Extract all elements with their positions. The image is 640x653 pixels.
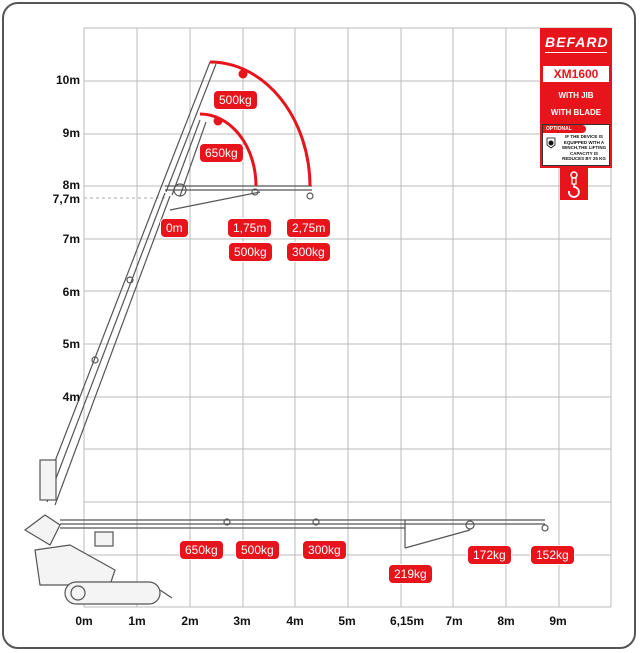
- x-tick-4m: 4m: [286, 614, 304, 628]
- label-jib-mid-reach: 1,75m: [228, 219, 272, 237]
- x-tick-6-15m: 6,15m: [389, 614, 425, 628]
- optional-note-box: OPTIONAL IF THE DEVICE IS EQUIPPED WITH …: [542, 124, 610, 166]
- label-jib-tip-load: 300kg: [287, 243, 330, 261]
- arc-inner-650kg: [199, 112, 258, 187]
- brand-panel: BEFARD XM1600 WITH JIB WITH BLADE OPTION…: [540, 28, 612, 168]
- y-tick-4m: 4m: [62, 390, 80, 404]
- label-load-3: 300kg: [303, 541, 346, 559]
- y-tick-9m: 9m: [62, 126, 80, 140]
- y-tick-5m: 5m: [62, 337, 80, 351]
- label-load-6: 152kg: [531, 546, 574, 564]
- x-tick-7m: 7m: [445, 614, 463, 628]
- x-tick-5m: 5m: [338, 614, 356, 628]
- x-tick-8m: 8m: [497, 614, 515, 628]
- label-jib-origin: 0m: [161, 219, 188, 237]
- label-arc-outer-load: 500kg: [214, 91, 257, 109]
- label-load-2: 500kg: [236, 541, 279, 559]
- y-tick-7-7m: 7,7m: [52, 192, 80, 206]
- label-jib-mid-load: 500kg: [229, 243, 272, 261]
- optional-label: OPTIONAL: [543, 125, 586, 133]
- arc-outer-500kg: [209, 60, 312, 187]
- x-tick-1m: 1m: [128, 614, 146, 628]
- brand-logo: BEFARD: [545, 34, 608, 53]
- label-load-5: 172kg: [468, 546, 511, 564]
- arc-outer-marker: [238, 69, 248, 79]
- crane-body: [23, 459, 173, 605]
- label-arc-inner-load: 650kg: [200, 144, 243, 162]
- crane-boom-raised: [39, 61, 314, 506]
- winch-icon: [546, 137, 556, 149]
- label-load-4: 219kg: [389, 565, 432, 583]
- x-tick-0m: 0m: [75, 614, 93, 628]
- grid: [83, 27, 612, 608]
- label-load-1: 650kg: [180, 541, 223, 559]
- y-tick-6m: 6m: [62, 285, 80, 299]
- crane-boom-horizontal: [60, 518, 549, 549]
- x-tick-3m: 3m: [233, 614, 251, 628]
- optional-note: IF THE DEVICE IS EQUIPPED WITH A WINCH,T…: [561, 134, 607, 161]
- config-with-jib: WITH JIB: [558, 91, 594, 100]
- y-tick-7m: 7m: [62, 232, 80, 246]
- label-jib-tip-reach: 2,75m: [287, 219, 331, 237]
- x-tick-2m: 2m: [181, 614, 199, 628]
- y-tick-10m: 10m: [55, 73, 80, 87]
- hook-badge: [560, 168, 588, 200]
- x-tick-9m: 9m: [549, 614, 567, 628]
- hook-icon: [568, 171, 580, 198]
- config-with-blade: WITH BLADE: [550, 108, 602, 117]
- y-tick-8m: 8m: [62, 178, 80, 192]
- arc-inner-marker: [213, 116, 223, 126]
- model-name: XM1600: [543, 66, 609, 82]
